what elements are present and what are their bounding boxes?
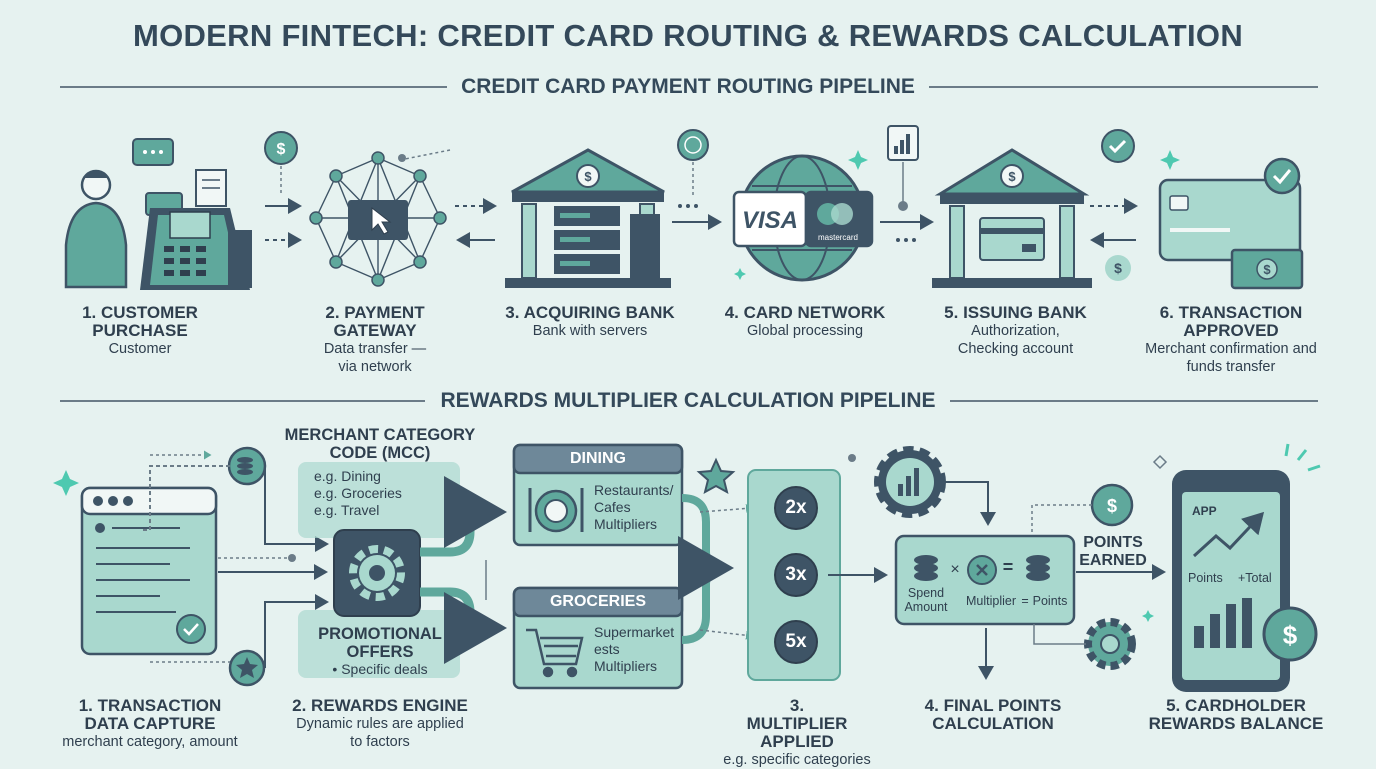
formula-spend: Spend Amount	[904, 586, 948, 614]
svg-text:$: $	[1114, 260, 1122, 276]
divider-right	[928, 86, 1318, 88]
cart-icon	[526, 628, 584, 678]
routing-step-6: 6. TRANSACTION APPROVED Merchant confirm…	[1145, 303, 1317, 376]
formula-multiplier: Multiplier	[965, 594, 1016, 608]
dining-icon	[528, 488, 584, 533]
app-total: +Total	[1238, 571, 1272, 585]
acquiring-bank-icon: $	[505, 148, 671, 288]
mcc-box	[298, 462, 460, 538]
mcc-title: MERCHANT CATEGORY CODE (MCC)	[284, 426, 476, 462]
promo-item: • Specific deals	[332, 661, 428, 677]
groceries-title: GROCERIES	[549, 593, 646, 610]
multiplier-2x: 2x	[785, 497, 807, 518]
mastercard-logo: mastercard	[818, 233, 858, 242]
settings-gear-icon	[1084, 618, 1136, 670]
points-stack-icon	[1026, 555, 1050, 581]
data-capture-window-icon	[53, 470, 218, 656]
card-network-globe-icon	[732, 154, 874, 282]
dining-title: DINING	[570, 450, 626, 467]
divider-right-2	[948, 400, 1318, 402]
coin-stack-icon	[914, 555, 938, 581]
routing-step-1: 1. CUSTOMER PURCHASE Customer	[82, 303, 198, 358]
rewards-step-3: 3. MULTIPLIER APPLIED e.g. specific cate…	[723, 696, 871, 769]
rewards-step-4: 4. FINAL POINTS CALCULATION	[924, 696, 1062, 733]
divider-left-2	[60, 400, 425, 402]
issuing-bank-icon: $	[932, 148, 1092, 288]
routing-step-2: 2. PAYMENT GATEWAY Data transfer — via n…	[323, 303, 427, 376]
customer-terminal-icon	[64, 138, 252, 290]
routing-step-5: 5. ISSUING BANK Authorization, Checking …	[944, 303, 1087, 358]
mcc-list: e.g. Dining e.g. Groceries e.g. Travel	[314, 468, 454, 519]
page-title: MODERN FINTECH: CREDIT CARD ROUTING & RE…	[132, 18, 1244, 53]
rewards-heading: REWARDS MULTIPLIER CALCULATION PIPELINE	[0, 389, 1376, 413]
mcc-item: e.g. Travel	[314, 502, 380, 518]
dining-desc: Restaurants/ Cafes Multipliers	[594, 482, 674, 532]
routing-step-3: 3. ACQUIRING BANK Bank with servers	[505, 303, 675, 340]
svg-text:$: $	[1008, 169, 1016, 184]
gateway-network-icon	[309, 149, 451, 287]
rewards-step-5: 5. CARDHOLDER REWARDS BALANCE	[1148, 696, 1324, 733]
svg-text:$: $	[1107, 496, 1117, 516]
mcc-item: e.g. Groceries	[314, 485, 402, 501]
multiplier-3x: 3x	[785, 564, 807, 585]
formula-equals: =	[1002, 557, 1014, 577]
mcc-item: e.g. Dining	[314, 468, 381, 484]
svg-text:$: $	[277, 141, 286, 158]
multiplier-3x-badge	[774, 553, 818, 597]
divider-left	[60, 86, 450, 88]
points-earned-label: POINTS EARNED	[1079, 534, 1147, 569]
analytics-gear-icon	[874, 446, 946, 518]
promo-title: PROMOTIONAL OFFERS	[318, 625, 442, 661]
formula-points: Points	[1032, 594, 1068, 608]
rewards-step-2: 2. REWARDS ENGINE Dynamic rules are appl…	[292, 696, 468, 751]
multiplier-2x-badge	[774, 486, 818, 530]
approved-card-icon: $	[1158, 150, 1304, 290]
multiplier-5x-badge	[774, 620, 818, 664]
promo-box	[298, 610, 460, 678]
rewards-phone-icon: $	[1172, 470, 1318, 692]
routing-step-4: 4. CARD NETWORK Global processing	[724, 303, 886, 340]
app-points: Points	[1188, 571, 1223, 585]
app-label: APP	[1192, 504, 1217, 518]
formula-equals-small: =	[1021, 594, 1029, 608]
routing-heading: CREDIT CARD PAYMENT ROUTING PIPELINE	[0, 75, 1376, 99]
multiplier-5x: 5x	[785, 631, 807, 652]
rewards-step-1: 1. TRANSACTION DATA CAPTURE merchant cat…	[62, 696, 238, 751]
formula-times: ×	[950, 561, 960, 578]
svg-text:$: $	[1263, 262, 1271, 277]
svg-text:$: $	[584, 169, 592, 184]
svg-text:$: $	[1283, 620, 1298, 650]
visa-logo: VISA	[742, 207, 798, 234]
groceries-desc: Supermarket ests Multipliers	[594, 624, 675, 674]
